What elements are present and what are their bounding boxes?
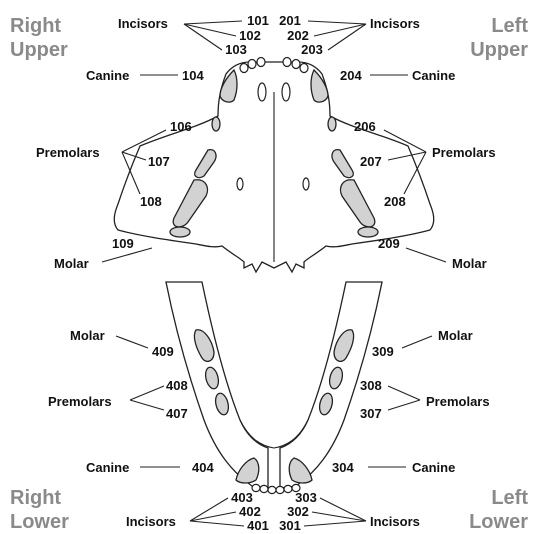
- num-307: 307: [360, 406, 382, 421]
- label-canine-right-upper: Canine: [86, 68, 129, 83]
- num-104: 104: [182, 68, 204, 83]
- svg-text:Left: Left: [491, 487, 528, 509]
- num-401: 401: [247, 518, 269, 533]
- num-207: 207: [360, 154, 382, 169]
- num-304: 304: [332, 460, 354, 475]
- leader-line: [304, 521, 366, 526]
- leader-line: [130, 386, 164, 400]
- svg-text:Right: Right: [10, 15, 61, 37]
- label-group-upper-incisors: Incisors Incisors 101 102 103 201 202 20…: [118, 13, 420, 57]
- num-202: 202: [287, 28, 309, 43]
- num-201: 201: [279, 13, 301, 28]
- quadrant-title-left-lower: Left Lower: [469, 487, 528, 533]
- quadrant-title-right-upper: Right Upper: [10, 15, 68, 61]
- num-302: 302: [287, 504, 309, 519]
- tooth-206: [328, 117, 336, 131]
- leader-line: [190, 521, 244, 526]
- leader-line: [184, 21, 242, 24]
- num-402: 402: [239, 504, 261, 519]
- label-group-lower-molars: Molar 409 Molar 309: [70, 328, 473, 359]
- label-incisors-right-upper: Incisors: [118, 16, 168, 31]
- tooth-201: [283, 58, 291, 67]
- svg-text:Upper: Upper: [470, 39, 528, 61]
- palatal-fissure-left: [282, 83, 290, 101]
- leader-line: [388, 400, 420, 410]
- label-molar-left-upper: Molar: [452, 256, 487, 271]
- num-206: 206: [354, 119, 376, 134]
- svg-text:Lower: Lower: [10, 511, 69, 533]
- num-108: 108: [140, 194, 162, 209]
- num-403: 403: [231, 490, 253, 505]
- label-incisors-right-lower: Incisors: [126, 514, 176, 529]
- label-group-lower-premolars: Premolars 408 407 Premolars 308 307: [48, 378, 490, 421]
- num-102: 102: [239, 28, 261, 43]
- num-208: 208: [384, 194, 406, 209]
- quadrant-title-right-lower: Right Lower: [10, 487, 69, 533]
- num-404: 404: [192, 460, 214, 475]
- label-group-lower-canines: Canine 404 Canine 304: [86, 460, 455, 475]
- num-309: 309: [372, 344, 394, 359]
- leader-line: [308, 21, 366, 24]
- label-canine-left-upper: Canine: [412, 68, 455, 83]
- tooth-202: [292, 60, 300, 69]
- svg-text:Right: Right: [10, 487, 61, 509]
- tooth-102: [248, 60, 256, 69]
- num-109: 109: [112, 236, 134, 251]
- tooth-401: [268, 486, 276, 493]
- leader-line: [130, 400, 164, 410]
- svg-text:Left: Left: [491, 15, 528, 37]
- label-premolars-right-lower: Premolars: [48, 394, 112, 409]
- svg-text:Lower: Lower: [469, 511, 528, 533]
- label-molar-left-lower: Molar: [438, 328, 473, 343]
- leader-line: [402, 336, 432, 348]
- tooth-302: [284, 485, 292, 492]
- num-408: 408: [166, 378, 188, 393]
- label-premolars-right-upper: Premolars: [36, 145, 100, 160]
- leader-line: [406, 248, 446, 262]
- tooth-103: [240, 64, 248, 73]
- tooth-402: [260, 485, 268, 492]
- num-301: 301: [279, 518, 301, 533]
- num-103: 103: [225, 42, 247, 57]
- label-premolars-left-upper: Premolars: [432, 145, 496, 160]
- num-106: 106: [170, 119, 192, 134]
- label-incisors-left-upper: Incisors: [370, 16, 420, 31]
- num-303: 303: [295, 490, 317, 505]
- label-canine-right-lower: Canine: [86, 460, 129, 475]
- leader-line: [388, 386, 420, 400]
- tooth-101: [257, 58, 265, 67]
- label-canine-left-lower: Canine: [412, 460, 455, 475]
- num-308: 308: [360, 378, 382, 393]
- label-molar-right-lower: Molar: [70, 328, 105, 343]
- label-incisors-left-lower: Incisors: [370, 514, 420, 529]
- quadrant-title-left-upper: Left Upper: [470, 15, 528, 61]
- palatine-foramen-left: [303, 178, 309, 190]
- label-group-lower-incisors: 403 402 401 303 302 301 Incisors Incisor…: [126, 490, 420, 533]
- num-409: 409: [152, 344, 174, 359]
- palatal-fissure-right: [258, 83, 266, 101]
- num-407: 407: [166, 406, 188, 421]
- lower-incisors: [252, 484, 300, 493]
- num-107: 107: [148, 154, 170, 169]
- palatine-foramen-right: [237, 178, 243, 190]
- tooth-109: [170, 227, 190, 237]
- num-101: 101: [247, 13, 269, 28]
- tooth-106: [212, 117, 220, 131]
- num-204: 204: [340, 68, 362, 83]
- tooth-301: [276, 486, 284, 493]
- leader-line: [116, 336, 148, 348]
- num-209: 209: [378, 236, 400, 251]
- tooth-203: [300, 64, 308, 73]
- tooth-209: [358, 227, 378, 237]
- num-203: 203: [301, 42, 323, 57]
- tooth-403: [252, 484, 260, 491]
- label-molar-right-upper: Molar: [54, 256, 89, 271]
- svg-text:Upper: Upper: [10, 39, 68, 61]
- label-premolars-left-lower: Premolars: [426, 394, 490, 409]
